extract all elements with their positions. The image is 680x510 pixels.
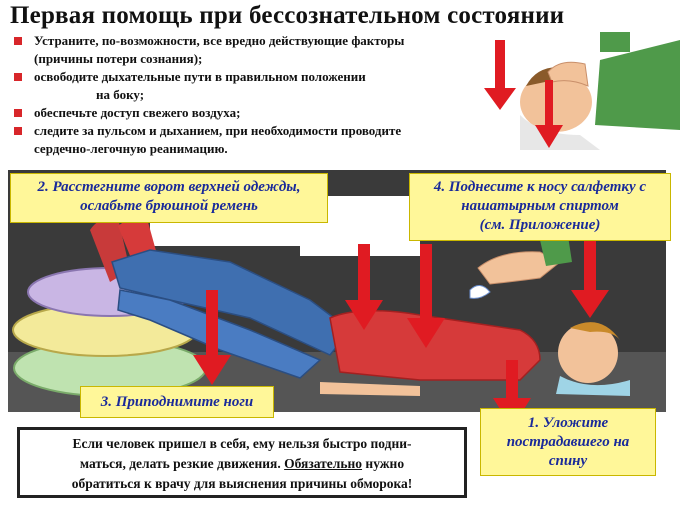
callout-line: 4. Поднесите к носу салфетку с <box>433 179 647 195</box>
bullet-square-icon <box>14 127 22 135</box>
down-arrow-icon <box>535 80 563 148</box>
callout-line: пострадавшего на <box>506 434 630 450</box>
step-3-callout: 3. Приподнимите ноги <box>80 386 274 418</box>
callout-line: ослабьте брюшной ремень <box>80 198 258 214</box>
list-item: обеспечьте доступ свежего воздуха; <box>12 104 532 122</box>
bullet-square-icon <box>14 109 22 117</box>
note-line: обратиться к врачу для выяснения причины… <box>71 476 413 491</box>
callout-line: (см. Приложение) <box>479 217 601 233</box>
bullet-square-icon <box>14 73 22 81</box>
bullet-text: следите за пульсом и дыханием, при необх… <box>34 123 402 138</box>
down-arrow-icon <box>193 290 231 385</box>
step-1-callout: 1. Уложите пострадавшего на спину <box>480 408 656 476</box>
callout-line: нашатырным спиртом <box>461 198 619 214</box>
callout-line: 2. Расстегните ворот верхней одежды, <box>37 179 301 195</box>
bullet-text: на боку; <box>96 87 145 102</box>
note-line: маться, делать резкие движения. Обязател… <box>20 454 464 474</box>
list-item: освободите дыхательные пути в правильном… <box>12 68 532 104</box>
bullet-text: Устраните, по-возможности, все вредно де… <box>34 33 405 48</box>
page-title: Первая помощь при бессознательном состоя… <box>10 2 565 29</box>
step-2-callout: 2. Расстегните ворот верхней одежды, осл… <box>10 173 328 223</box>
bullet-text: (причины потери сознания); <box>34 51 203 66</box>
list-item: Устраните, по-возможности, все вредно де… <box>12 32 532 68</box>
callout-line: спину <box>548 453 588 469</box>
warning-note: Если человек пришел в себя, ему нельзя б… <box>17 427 467 498</box>
bullet-square-icon <box>14 37 22 45</box>
note-text: маться, делать резкие движения. <box>79 456 281 471</box>
instructions-list: Устраните, по-возможности, все вредно де… <box>12 32 532 158</box>
down-arrow-icon <box>571 240 609 318</box>
step-4-callout: 4. Поднесите к носу салфетку с нашатырны… <box>409 173 671 241</box>
hand-with-napkin-illustration <box>469 236 572 299</box>
note-line: Если человек пришел в себя, ему нельзя б… <box>72 436 412 451</box>
bullet-text: обеспечьте доступ свежего воздуха; <box>34 105 241 120</box>
bullet-text: освободите дыхательные пути в правильном… <box>34 69 366 84</box>
down-arrow-icon <box>484 40 516 110</box>
list-item: следите за пульсом и дыханием, при необх… <box>12 122 532 158</box>
down-arrow-icon <box>407 244 445 348</box>
patient-illustration <box>90 217 630 396</box>
down-arrow-icon <box>345 244 383 330</box>
bullet-text: сердечно-легочную реанимацию. <box>34 141 228 156</box>
callout-line: 1. Уложите <box>527 415 609 431</box>
note-text: нужно <box>365 456 405 471</box>
note-emphasis: Обязательно <box>284 456 363 471</box>
